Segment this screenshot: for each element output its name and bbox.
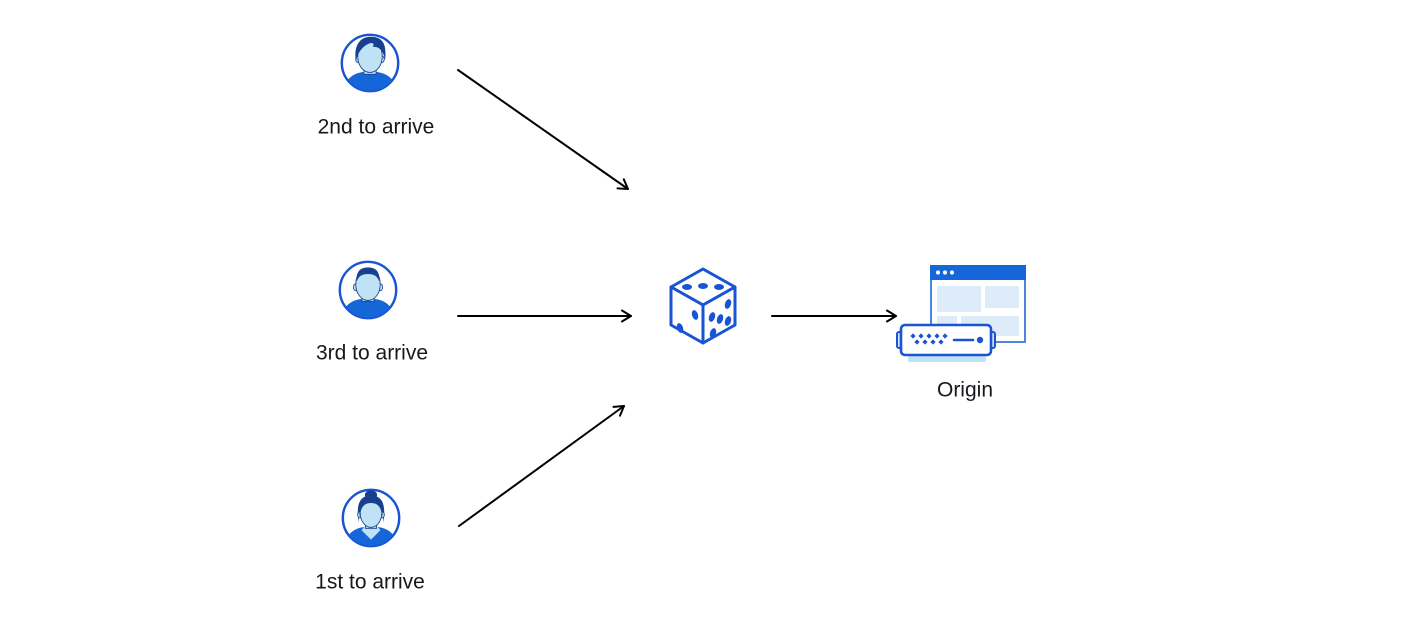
server-appliance-icon xyxy=(896,323,996,362)
node-label-3rd-to-arrive: 3rd to arrive xyxy=(315,341,429,365)
user-avatar-man-quiff xyxy=(339,32,401,94)
user-avatar-woman-bun xyxy=(340,487,402,549)
arrow-user-2nd-to-dice xyxy=(457,69,629,190)
node-label-origin: Origin xyxy=(936,378,994,402)
user-avatar-man-flattop xyxy=(337,259,399,321)
node-label-2nd-to-arrive: 2nd to arrive xyxy=(317,115,435,139)
node-label-1st-to-arrive: 1st to arrive xyxy=(315,570,425,594)
dice-icon xyxy=(668,267,738,345)
arrow-user-1st-to-dice xyxy=(458,405,625,527)
origin-server-icon xyxy=(896,264,1028,364)
